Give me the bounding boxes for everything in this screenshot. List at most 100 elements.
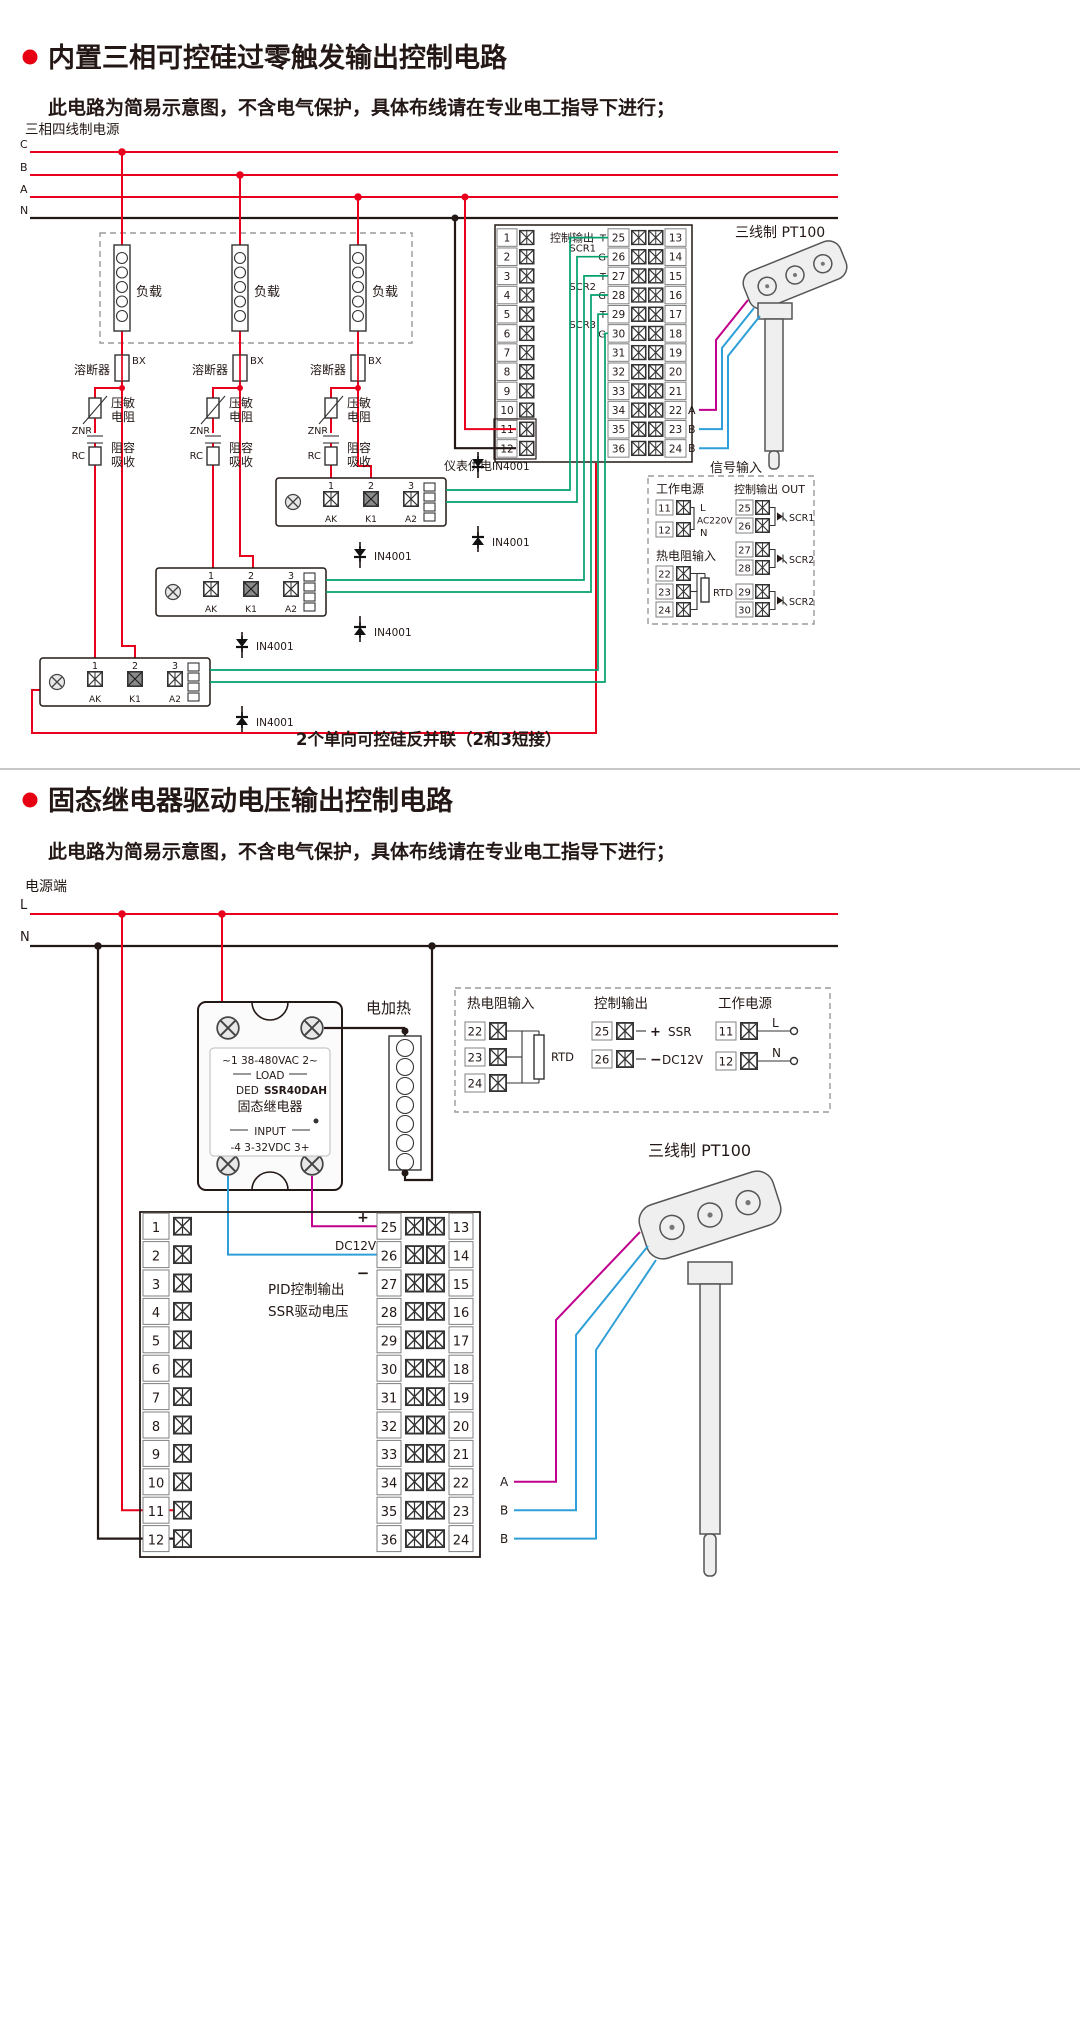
terminal-number: 8 [504,367,511,379]
terminal-number-cell [376,1326,402,1354]
terminal-number: 20 [669,367,682,379]
signal-wires-1: A B B 信号输入 [688,299,762,476]
terminal-number: 12 [148,1533,165,1548]
terminal-number: 11 [500,424,513,436]
terminal-icon [173,1387,192,1407]
dc12v-label: DC12V [335,1239,377,1253]
ssr-minus-wire [227,1176,377,1256]
legend-n23: 23 [658,588,671,599]
terminal-number: 8 [152,1420,160,1435]
terminal-row: 2 [496,247,535,266]
branch1-snubber-wire [94,387,122,658]
terminal-row: 36 24 [607,439,687,458]
terminal-number-cell [448,1496,474,1524]
terminal-number-cell [664,247,687,266]
terminal-number: 32 [612,367,625,379]
terminal-icon [489,1048,507,1066]
phase-n-label: N [20,204,28,217]
legend-n12: 12 [719,1055,734,1069]
terminal-number-cell [142,1212,170,1240]
ssr-top-notch [251,1001,289,1021]
terminal-row: 26 14 [607,247,687,266]
terminal-icon [755,602,770,617]
branch-column-3 [306,244,399,470]
terminal-number-cell [448,1354,474,1382]
terminal-number-cell [142,1269,170,1297]
t-label: T [599,310,607,321]
terminal-number: 18 [669,328,682,340]
bullet-icon [22,49,38,65]
signal-wire-a [699,299,749,411]
section2-title: 固态继电器驱动电压输出控制电路 [48,785,454,817]
terminal-icon [755,560,770,575]
legend-n-label: N [700,528,707,539]
terminal-number-cell [496,362,518,381]
legend-cell [735,499,754,516]
terminal-number: 23 [669,424,682,436]
legend-cell [655,521,674,538]
terminal-number-cell [664,228,687,247]
branch-column-2 [188,244,281,470]
legend-cell [464,1021,486,1041]
terminal-number: 10 [148,1477,165,1492]
terminal-icon [426,1443,445,1463]
signal-a-label: A [688,404,696,417]
diode-icon [352,546,368,562]
terminal-icon [405,1387,424,1407]
signal-wire-b2 [514,1259,657,1540]
terminal-number: 15 [453,1278,470,1293]
terminal-number: 5 [152,1335,160,1350]
phase-b-label: B [20,161,28,174]
terminal-icon [426,1500,445,1520]
legend-cell [464,1047,486,1067]
terminal-icon [648,287,664,303]
terminal-number-cell [376,1269,402,1297]
legend-rtd-input-label: 热电阻输入 [467,996,535,1012]
terminal-icon [755,584,770,599]
protection-diodes: IN4001 IN4001 IN4001 IN4001 IN4001 IN400… [234,452,530,732]
terminal-number-cell [448,1212,474,1240]
terminal-icon [173,1500,192,1520]
terminal-number: 24 [453,1533,470,1548]
legend-cell [735,601,754,618]
terminal-number-cell [142,1411,170,1439]
pt100-nut [757,302,793,320]
legend-cell [735,517,754,534]
legend-work-power-label: 工作电源 [656,482,704,496]
terminal-number: 15 [669,271,682,283]
scr1-label: SCR1 [569,244,596,255]
terminal-icon [405,1358,424,1378]
legend-scr-pair-2: 27 28 SCR2 [735,541,814,576]
legend-cell [655,499,674,516]
terminal-number-cell [496,228,518,247]
terminal-icon [489,1074,507,1092]
terminal-number-cell [607,343,630,362]
terminal-icon [173,1301,192,1321]
terminal-number: 13 [453,1221,470,1236]
terminal-row: 35 23 [376,1496,474,1524]
pid-label-2: SSR驱动电压 [268,1304,349,1320]
section-divider [0,768,1080,770]
diode-label: IN4001 [256,717,294,729]
terminal-number-cell [664,304,687,324]
load-group-box [99,232,413,344]
power-source-label: 三相四线制电源 [25,122,120,138]
junction-dot [461,193,469,201]
terminal-number-cell [448,1411,474,1439]
terminal-number: 1 [152,1221,160,1236]
legend-n22: 22 [468,1025,483,1039]
terminal-number-cell [376,1383,402,1411]
terminal-number: 6 [152,1363,160,1378]
terminal-icon [173,1529,192,1549]
legend-rtd-label: RTD [713,588,733,599]
terminal-number: 9 [504,386,511,398]
thyristor-icon [777,512,788,522]
terminal-icon [173,1415,192,1435]
terminal-number: 16 [453,1306,470,1321]
terminal-number: 23 [453,1505,470,1520]
terminal-icon [676,500,691,515]
terminal-number: 16 [669,290,683,302]
terminal-number-cell [607,419,630,439]
legend-box [647,475,815,625]
terminal-icon [648,248,664,265]
